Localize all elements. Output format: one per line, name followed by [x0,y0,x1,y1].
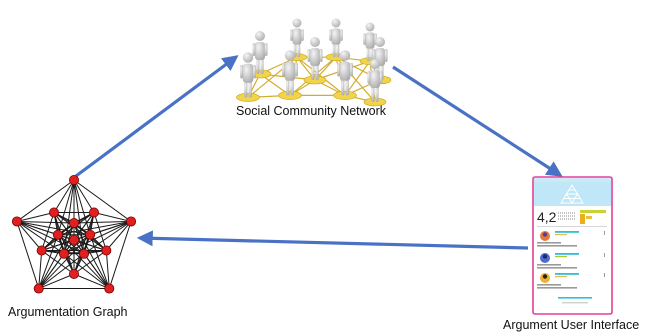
graph-node [69,234,80,245]
graph-node [59,248,70,259]
label-social-community-network: Social Community Network [236,104,387,118]
person-figure [325,18,347,62]
graph-node [52,229,63,240]
graph-node [85,229,96,240]
arrow-network-to-interface [392,65,563,177]
graph-node [78,248,89,259]
footer-line-cyan [558,297,592,299]
argument-graph-icon [11,174,137,294]
graph-node [69,174,80,185]
person-figure [363,59,387,107]
graph-node [69,268,80,279]
phone-app-icon: 4,2 [532,176,613,315]
graph-node [101,245,112,256]
arrow-graph-to-network [75,55,239,178]
label-argument-user-interface: Argument User Interface [503,318,640,332]
review-row [537,253,605,269]
footer-line-gray [562,302,588,304]
review-row [537,231,605,247]
person-figure [236,52,260,102]
person-figure [278,50,302,100]
graph-node [126,216,137,227]
phone-status-bar [534,178,611,182]
phone-divider [537,226,607,227]
person-figure [303,37,327,85]
graph-node [69,217,80,228]
graph-node [104,283,115,294]
phone-rating-text: 4,2 [537,209,557,225]
review-row [537,273,605,289]
graph-node [11,216,22,227]
rating-distribution [558,210,606,224]
graph-node [88,207,99,218]
label-argumentation-graph: Argumentation Graph [8,305,128,319]
graph-node [49,207,60,218]
arrow-interface-to-graph [136,230,529,250]
graph-node [33,283,44,294]
header-logo-icon [560,184,584,204]
graph-node [36,245,47,256]
people-network-icon [236,18,392,107]
person-figure [333,50,357,100]
